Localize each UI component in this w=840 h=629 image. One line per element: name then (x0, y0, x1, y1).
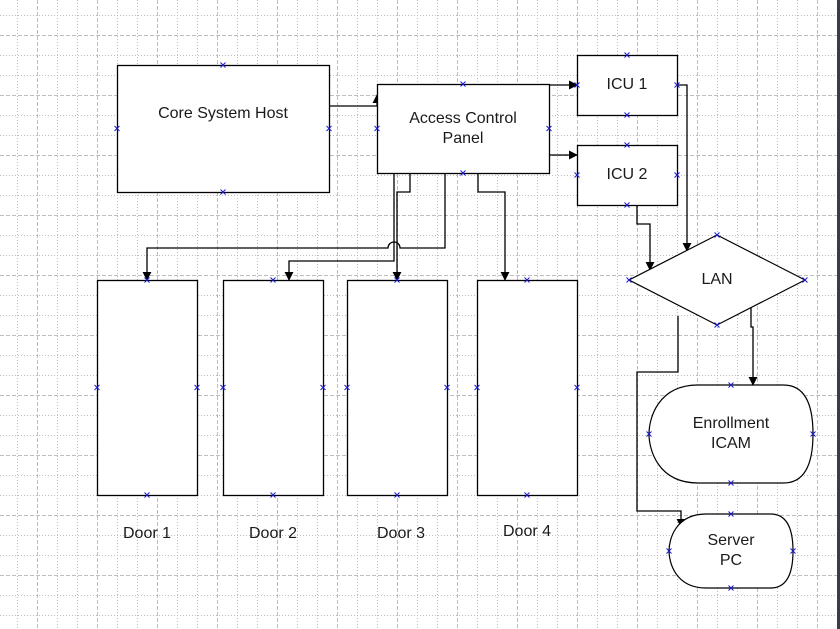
connection-point-marker[interactable] (524, 277, 530, 283)
connection-point-marker[interactable] (474, 384, 480, 391)
connection-point-marker[interactable] (220, 384, 226, 391)
window-edge (837, 0, 840, 629)
connector-lan-server[interactable] (636, 316, 686, 528)
connection-point-marker[interactable] (320, 384, 326, 391)
connection-point-marker[interactable] (524, 492, 530, 498)
connection-point-marker[interactable] (624, 142, 630, 148)
connection-point-marker[interactable] (546, 125, 552, 132)
connection-point-marker[interactable] (574, 384, 580, 391)
connection-point-marker[interactable] (574, 82, 580, 88)
connection-point-marker[interactable] (802, 277, 808, 283)
door4-shape[interactable] (476, 279, 579, 497)
connection-point-marker[interactable] (194, 384, 200, 391)
node-door4[interactable]: Door 4 (476, 279, 579, 541)
connection-point-marker[interactable] (714, 322, 720, 328)
connector-core-acp[interactable] (329, 94, 382, 107)
connector-icu1-lan[interactable] (677, 84, 692, 252)
acp-shape[interactable] (376, 83, 551, 175)
node-door1[interactable]: Door 1 (96, 279, 199, 543)
enroll-shape[interactable] (648, 384, 814, 484)
core-label: Core System Host (158, 105, 288, 122)
connection-point-marker[interactable] (714, 232, 720, 238)
icu1-label: ICU 1 (607, 76, 648, 93)
connector-icu2-lan[interactable] (636, 205, 655, 271)
connection-point-marker[interactable] (270, 492, 276, 498)
connection-points (94, 52, 816, 591)
connection-point-marker[interactable] (114, 125, 120, 132)
node-icu1[interactable]: ICU 1 (576, 54, 679, 117)
connector-acp-door3[interactable] (392, 173, 411, 281)
connection-point-marker[interactable] (674, 82, 680, 88)
node-lan[interactable]: LAN (627, 234, 807, 326)
door4-caption: Door 4 (503, 523, 551, 540)
node-core[interactable]: Core System Host (116, 64, 331, 194)
connection-point-marker[interactable] (144, 492, 150, 498)
connection-point-marker[interactable] (220, 189, 226, 195)
connection-point-marker[interactable] (344, 384, 350, 391)
connection-point-marker[interactable] (394, 492, 400, 498)
connection-point-marker[interactable] (624, 52, 630, 58)
door2-shape[interactable] (222, 279, 325, 497)
connection-point-marker[interactable] (394, 277, 400, 283)
node-door3[interactable]: Door 3 (346, 279, 449, 543)
door1-shape[interactable] (96, 279, 199, 497)
connection-point-marker[interactable] (728, 511, 734, 517)
connection-point-marker[interactable] (790, 548, 796, 554)
connection-point-marker[interactable] (270, 277, 276, 283)
connection-point-marker[interactable] (574, 172, 580, 178)
node-door2[interactable]: Door 2 (222, 279, 325, 543)
connection-point-marker[interactable] (326, 125, 332, 132)
connection-point-marker[interactable] (810, 431, 816, 437)
acp-label: Access Control (409, 110, 517, 127)
server-label: PC (720, 552, 742, 569)
lan-label: LAN (701, 271, 732, 288)
connection-point-marker[interactable] (624, 202, 630, 208)
enroll-label: Enrollment (693, 415, 770, 432)
door3-shape[interactable] (346, 279, 449, 497)
connection-point-marker[interactable] (460, 81, 466, 87)
connection-point-marker[interactable] (94, 384, 100, 391)
icu2-label: ICU 2 (607, 166, 648, 183)
connection-point-marker[interactable] (666, 548, 672, 554)
connection-point-marker[interactable] (444, 384, 450, 391)
icu1-shape[interactable] (576, 54, 679, 117)
door3-caption: Door 3 (377, 525, 425, 542)
connection-point-marker[interactable] (374, 125, 380, 132)
connection-point-marker[interactable] (144, 277, 150, 283)
connection-point-marker[interactable] (728, 585, 734, 591)
connection-point-marker[interactable] (624, 112, 630, 118)
node-icu2[interactable]: ICU 2 (576, 144, 679, 207)
core-shape[interactable] (116, 64, 331, 194)
connector-acp-door4[interactable] (477, 173, 510, 281)
enroll-label: ICAM (711, 435, 751, 452)
connection-point-marker[interactable] (646, 431, 652, 437)
connection-point-marker[interactable] (626, 277, 632, 283)
connection-point-marker[interactable] (728, 382, 734, 388)
acp-label: Panel (443, 130, 484, 147)
server-label: Server (707, 532, 755, 549)
connector-lan-enroll[interactable] (748, 308, 758, 386)
connection-point-marker[interactable] (220, 62, 226, 68)
connection-point-marker[interactable] (460, 170, 466, 176)
connection-point-marker[interactable] (674, 172, 680, 178)
connection-point-marker[interactable] (728, 480, 734, 486)
connector-acp-door2[interactable] (284, 173, 395, 281)
server-shape[interactable] (668, 513, 794, 589)
door2-caption: Door 2 (249, 525, 297, 542)
door1-caption: Door 1 (123, 525, 171, 542)
